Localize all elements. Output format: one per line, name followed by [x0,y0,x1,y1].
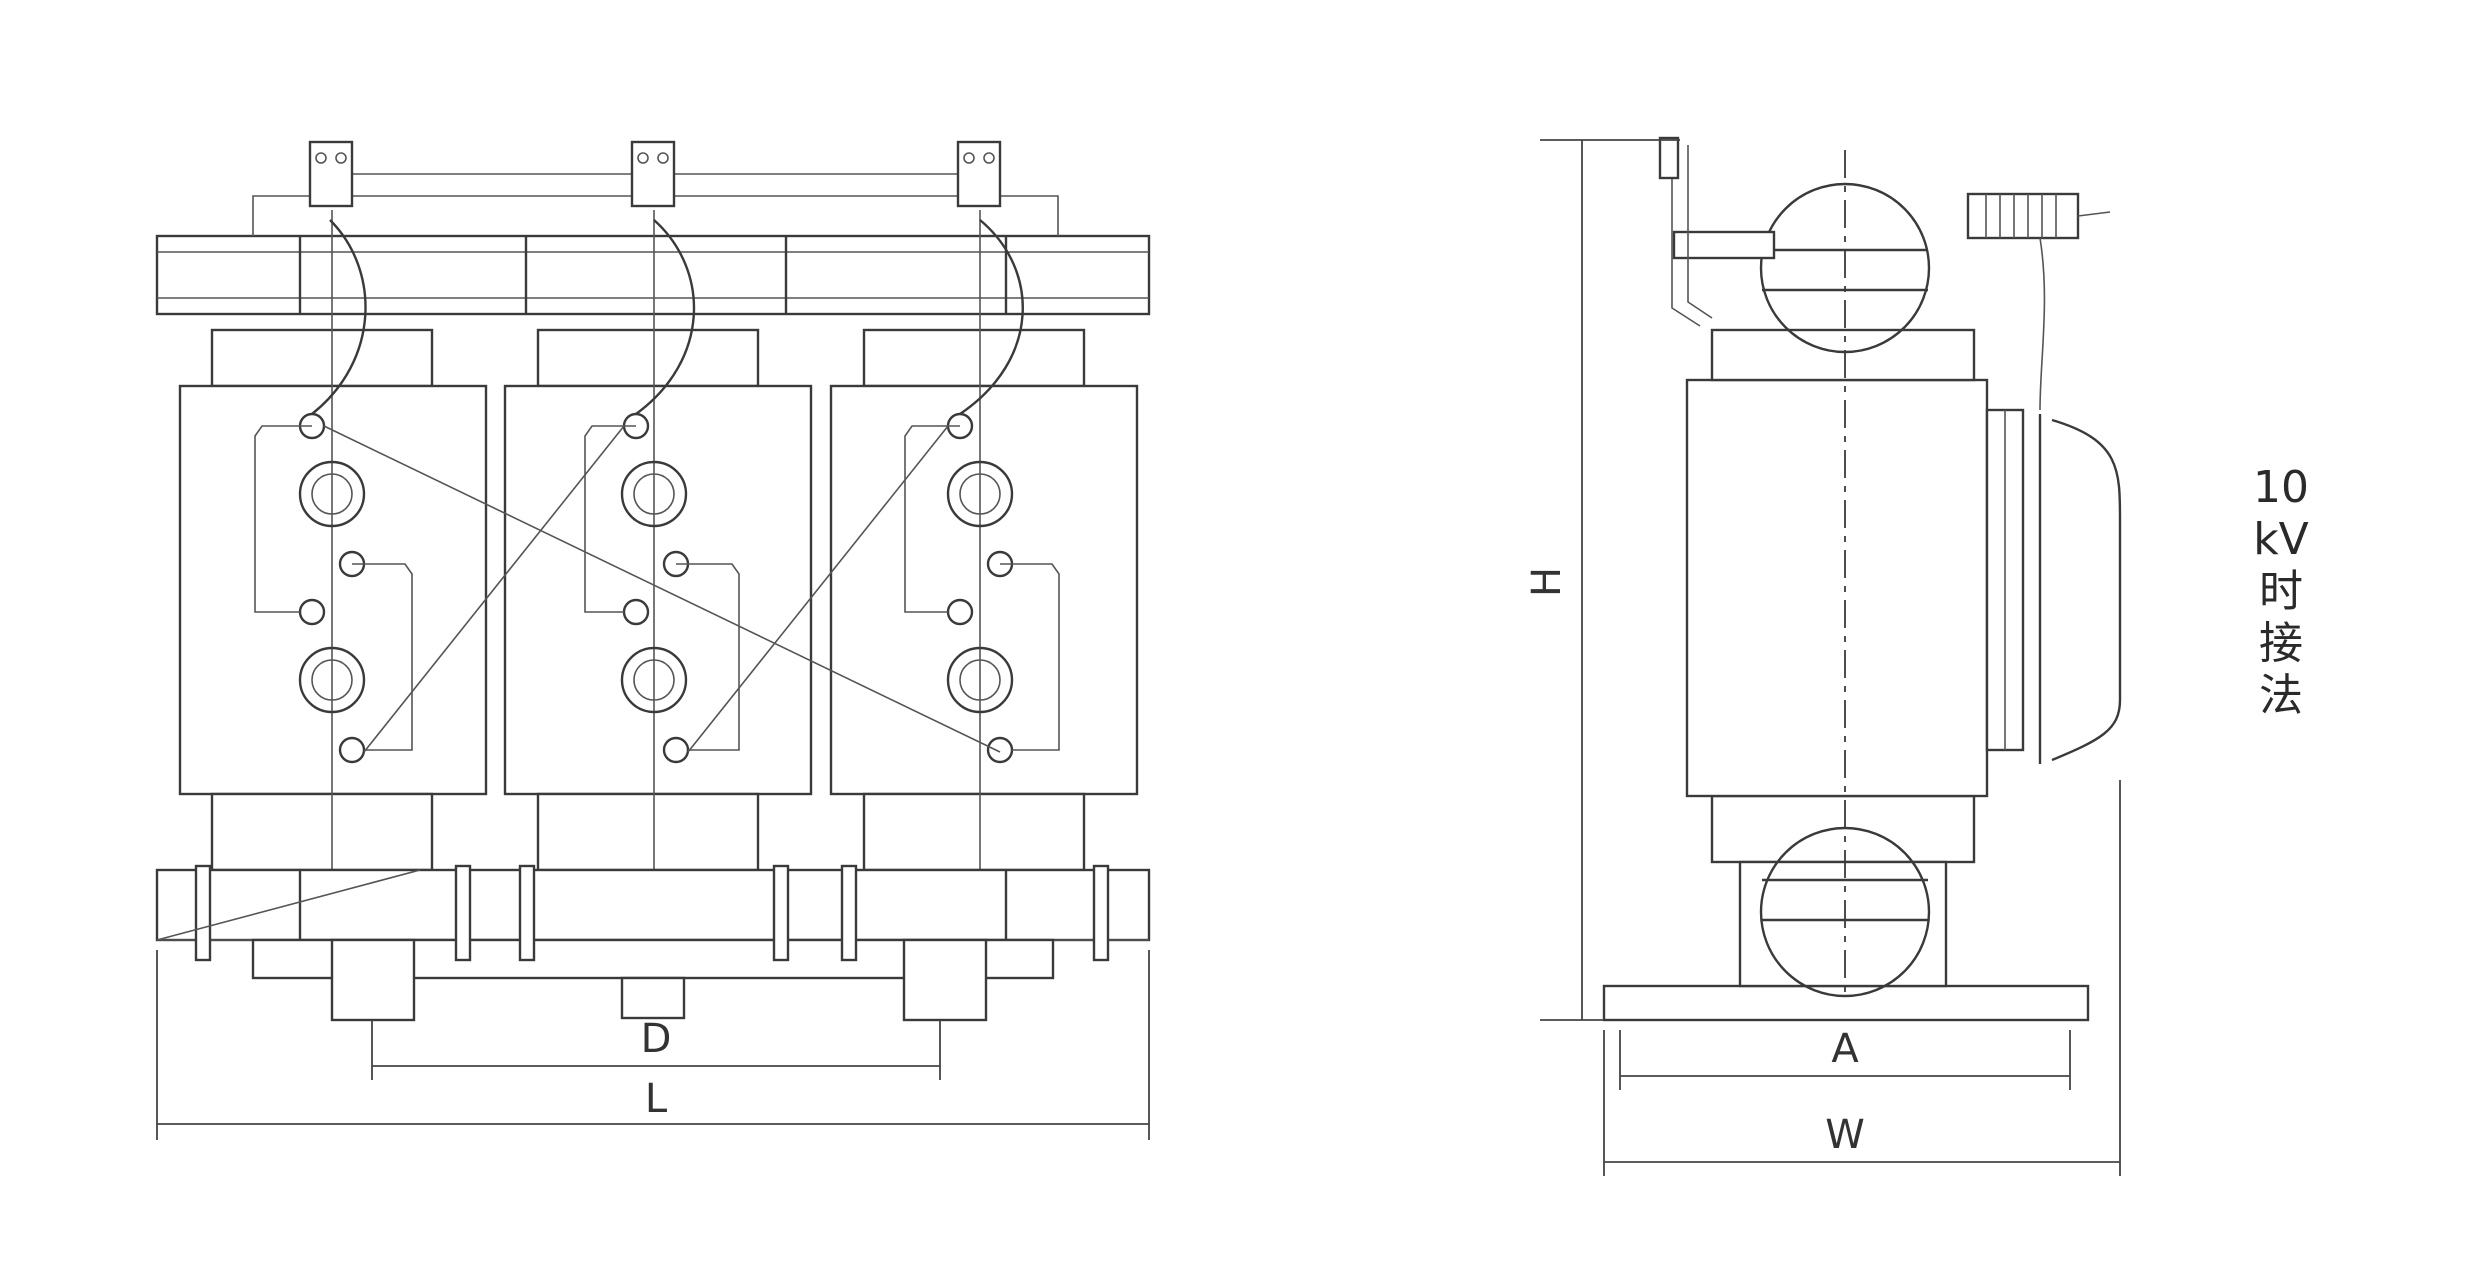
note-line: 时 [2259,566,2303,617]
bottom-clamp-beam [155,864,1151,1022]
upper-clamp [1658,136,1931,354]
side-terminal-bracket [1985,408,2122,764]
dimension-label-a: A [1831,1026,1859,1072]
side-dimensions [1540,139,2121,1176]
top-clamp-beam [155,166,1151,316]
lower-clamp [1710,794,1976,998]
coil-right [829,210,1139,900]
note-line: 接 [2259,618,2303,669]
front-dimensions [156,950,1150,1140]
dimension-label-d: D [641,1016,672,1062]
note-line: 法 [2259,670,2303,721]
dimension-label-w: W [1825,1112,1865,1158]
note-line: kV [2253,514,2309,565]
hv-terminal-plates [308,140,1002,208]
dimension-label-l: L [645,1076,668,1122]
front-view: D L [155,140,1151,1140]
dimension-label-h: H [1524,567,1570,597]
core-body [1685,378,1989,798]
coil-middle [503,210,813,900]
connection-note: 10 kV 时 接 法 [2236,462,2326,722]
base-plate [1602,984,2090,1022]
coil-left [178,210,488,900]
connection-leads [254,219,1060,753]
tap-bushing [1966,192,2111,411]
side-view: H A W [1524,136,2122,1176]
note-line: 10 [2253,462,2309,513]
